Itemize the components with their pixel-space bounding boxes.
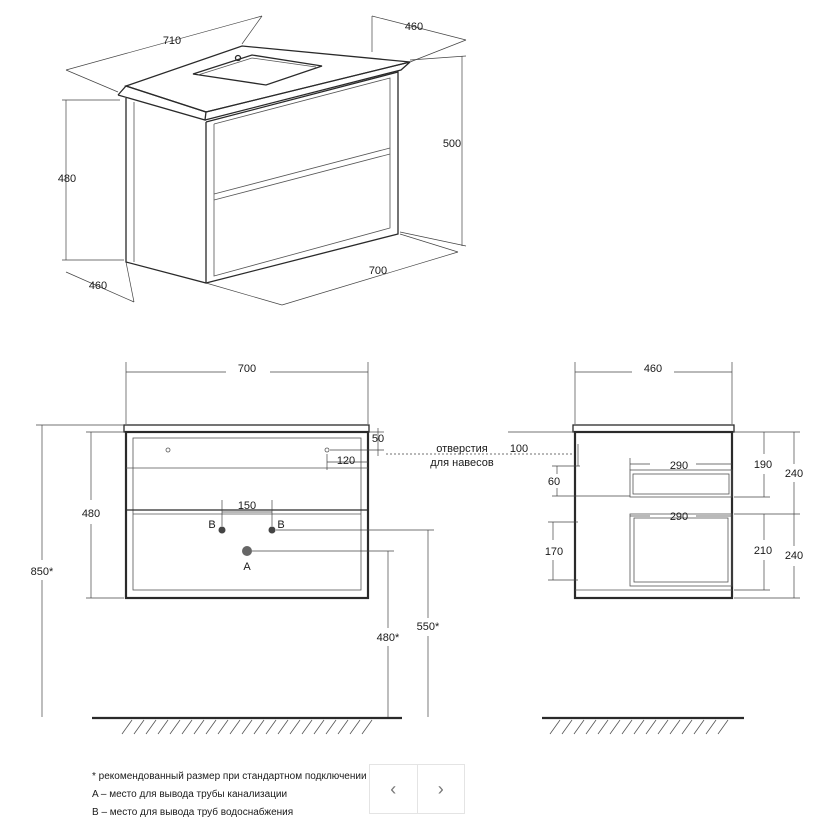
footnote-recommended-size: * рекомендованный размер при стандартном… [92,771,367,782]
front-label-b-left: B [208,519,215,531]
front-floor-hatch [121,719,373,735]
front-dim-hole-offset: 120 [337,455,355,467]
side-dim-depth: 460 [644,363,662,375]
iso-drawer-split [213,147,391,195]
front-dim-body-height: 480 [82,508,100,520]
side-floor-hatch [549,719,729,735]
footnotes: * рекомендованный размер при стандартном… [92,768,368,822]
front-dim-total-height: 850* [31,566,54,578]
side-dim-outer-top: 240 [785,468,803,480]
side-dim-outer-bottom: 240 [785,550,803,562]
side-dim-inner-bottom: 210 [754,545,772,557]
side-cabinet-body [573,430,734,600]
side-upper-drawer [629,469,733,498]
iso-dim-width-bottom: 700 [369,265,387,277]
front-dim-pipe-spacing: 150 [238,500,256,512]
iso-dim-width-top: 710 [163,35,181,47]
side-dim-shelf-offset: 60 [548,476,560,488]
front-dim-offset-top: 50 [372,433,384,445]
iso-sink-basin [192,54,323,86]
front-label-holes-1: отверстия [436,443,488,455]
isometric-view: 710 460 500 480 460 700 [58,15,467,306]
iso-dim-depth-top: 460 [405,21,423,33]
front-label-holes-2: для навесов [430,457,494,469]
prev-button[interactable]: ‹ [370,765,417,813]
front-label-a: A [243,561,251,573]
gallery-nav: ‹ › [369,764,465,814]
iso-body-side [125,98,207,284]
front-label-b-right: B [277,519,284,531]
side-lower-drawer [629,513,733,587]
iso-dim-height-top: 500 [443,138,461,150]
iso-faucet-hole [234,54,242,62]
footnote-drain-pipe: A – место для вывода трубы канализации [92,789,288,800]
front-dim-water-height: 550* [417,621,440,633]
front-dim-width: 700 [238,363,256,375]
chevron-right-icon: › [437,778,444,799]
iso-dim-height-body: 480 [58,173,76,185]
front-cabinet-body [124,430,370,600]
pipe-b-right-marker [268,526,276,534]
side-dim-drawer-top: 290 [670,460,688,472]
side-view: 460 100 60 290 290 170 190 [508,362,803,735]
chevron-left-icon: ‹ [390,778,397,799]
iso-dim-depth-bottom: 460 [89,280,107,292]
front-view: 150 B B A 700 50 120 отверстия для навес… [31,362,578,735]
pipe-a-marker [242,546,252,556]
side-dim-inner-top: 190 [754,459,772,471]
side-dim-hole-drop: 100 [510,443,528,455]
iso-body-front [205,71,399,284]
next-button[interactable]: › [416,765,465,813]
pipe-b-left-marker [218,526,226,534]
front-dim-drain-height: 480* [377,632,400,644]
iso-countertop-edge [117,85,207,121]
side-dim-drawer-bottom: 290 [670,511,688,523]
side-dim-lower-offset: 170 [545,546,563,558]
footnote-water-pipes: B – место для вывода труб водоснабжения [92,807,294,818]
